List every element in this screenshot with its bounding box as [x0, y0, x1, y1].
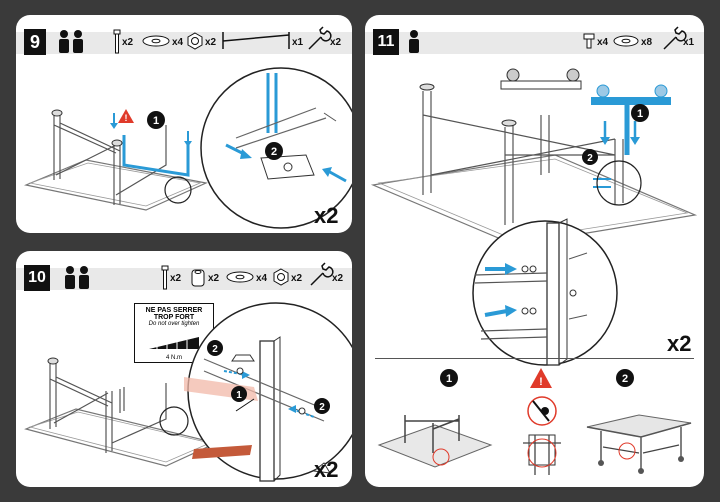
nut-qty: x2: [291, 273, 303, 284]
sequence-step-2-illustration: [586, 414, 692, 474]
sequence-step-1-illustration: [377, 415, 493, 468]
step-9-panel: 9 x2 x4 x2 x1 x2 ! 1 2 x2: [16, 15, 352, 233]
torque-warning-label: NE PAS SERRER TROP FORT Do not over tigh…: [134, 303, 214, 363]
warning-line-2: TROP FORT: [153, 314, 195, 321]
washer-icon: [226, 271, 254, 283]
svg-text:2: 2: [212, 344, 218, 355]
svg-text:1: 1: [236, 390, 242, 401]
step-11-multiplier: x2: [667, 331, 692, 356]
step-10-header-bar: [16, 268, 352, 290]
wrench-icon: [308, 26, 332, 50]
washer-icon: [613, 35, 639, 47]
step-11-number: 11: [373, 29, 399, 55]
step-10-multiplier: x2: [314, 457, 339, 482]
wrench-qty: x1: [683, 37, 695, 48]
callout-10-1: 1: [231, 386, 247, 402]
torque-scale-icon: [149, 337, 199, 349]
bolt-qty: x2: [170, 273, 182, 284]
screw-qty: x4: [597, 37, 609, 48]
warning-line-3: Do not over tighten: [148, 321, 200, 327]
detail-zoom-circle: [472, 218, 618, 366]
warning-line-1: NE PAS SERRER: [145, 307, 203, 314]
svg-text:2: 2: [319, 402, 325, 413]
bolt-icon: [113, 29, 121, 54]
callout-9-2: 2: [265, 142, 283, 160]
bolt-qty: x2: [122, 37, 134, 48]
nut-icon: [187, 32, 203, 50]
two-person-icon: [59, 30, 83, 53]
wrench-icon: [663, 26, 687, 50]
detail-zoom-circle: [184, 302, 352, 482]
spacer-qty: x2: [208, 273, 220, 284]
wrench-qty: x2: [332, 273, 344, 284]
sequence-warning-icon: !: [530, 368, 552, 388]
svg-text:2: 2: [271, 146, 277, 158]
svg-text:!: !: [125, 113, 128, 123]
svg-text:1: 1: [153, 115, 159, 127]
bolt-icon: [161, 265, 169, 290]
callout-11-1: 1: [631, 104, 649, 122]
step-10-panel: 10 x2 x2 x4 x2 x2 NE PAS SERRER TROP FOR…: [16, 251, 352, 487]
sequence-warning-illustration: [523, 396, 561, 475]
table-frame-illustration: !: [23, 109, 208, 211]
step-9-number: 9: [24, 29, 46, 55]
torque-value: 4 N.m: [165, 355, 182, 361]
section-divider: [375, 358, 694, 359]
svg-text:!: !: [539, 376, 543, 388]
table-frame-illustration: [370, 68, 698, 246]
screw-icon: [583, 33, 595, 49]
washer-qty: x4: [256, 273, 268, 284]
svg-text:2: 2: [587, 153, 593, 164]
wrench-icon: [310, 262, 334, 286]
nut-qty: x2: [205, 37, 217, 48]
callout-9-1: 1: [147, 111, 165, 129]
step-10-number: 10: [24, 265, 50, 291]
callout-11-2: 2: [582, 149, 598, 165]
washer-qty: x4: [172, 37, 184, 48]
crossbar-qty: x1: [292, 37, 304, 48]
svg-text:1: 1: [446, 373, 452, 385]
washer-qty: x8: [641, 37, 653, 48]
crossbar-icon: [222, 32, 290, 49]
spacer-icon: [191, 269, 205, 287]
nut-icon: [273, 268, 289, 286]
wrench-qty: x2: [330, 37, 342, 48]
sequence-callout-2: 2: [616, 369, 634, 387]
washer-icon: [142, 35, 170, 47]
one-person-icon: [409, 30, 419, 53]
two-person-icon: [65, 266, 89, 289]
step-11-panel: 11 x4 x8 x1 1 2 x2 1 ! 2: [365, 15, 704, 487]
callout-10-2b: 2: [314, 398, 330, 414]
svg-text:1: 1: [637, 108, 643, 120]
step-9-multiplier: x2: [314, 203, 339, 228]
sequence-callout-1: 1: [440, 369, 458, 387]
svg-text:2: 2: [622, 373, 628, 385]
callout-10-2a: 2: [207, 340, 223, 356]
